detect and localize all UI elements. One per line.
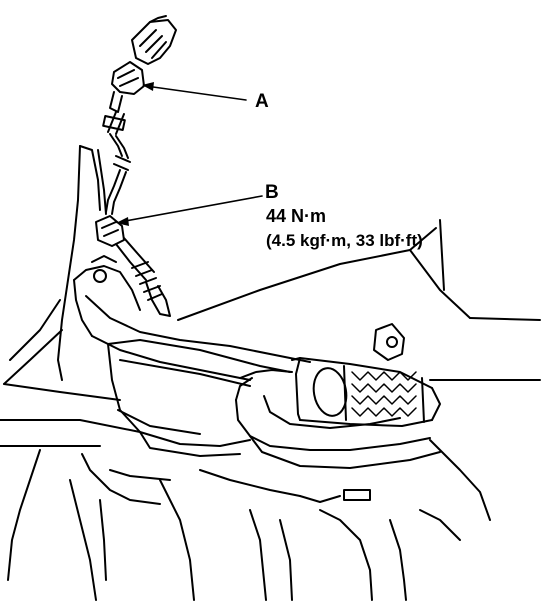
torque-spec-metric: 44 N·m <box>266 206 327 226</box>
body-panel <box>3 145 121 401</box>
oxygen-sensor-b <box>95 215 171 317</box>
tunnel-housing <box>177 219 541 521</box>
callout-label-a: A <box>255 91 269 112</box>
sensor-connector-a <box>109 61 145 113</box>
catalytic-converter <box>107 339 291 457</box>
torque-spec-alternate: (4.5 kgf·m, 33 lbf·ft) <box>266 231 423 250</box>
connector-plug <box>131 15 177 65</box>
leader-line-b <box>116 195 263 226</box>
leader-line-a <box>142 82 247 101</box>
sensor-wire <box>102 111 131 215</box>
callout-label-b: B <box>265 182 279 203</box>
exhaust-front-pipe <box>73 255 311 381</box>
lower-subframe <box>0 419 461 601</box>
exhaust-pipe <box>235 369 441 469</box>
flexible-pipe <box>291 357 441 427</box>
